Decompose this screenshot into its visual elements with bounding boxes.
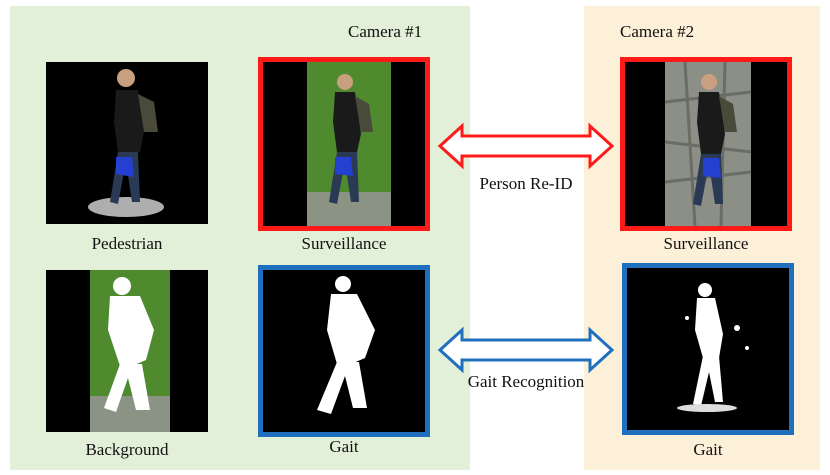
caption-gait-camera-2: Gait	[693, 440, 723, 459]
person-reid-label: Person Re-ID	[479, 174, 573, 193]
caption-surveillance-camera-1: Surveillance	[301, 234, 387, 253]
gait-recognition-label: Gait Recognition	[467, 372, 585, 391]
caption-gait-camera-1: Gait	[329, 437, 359, 456]
camera-1-title: Camera #1	[348, 22, 423, 41]
surveillance-image-camera-1	[258, 57, 430, 231]
camera-2-title: Camera #2	[620, 22, 695, 41]
gait-image-camera-1	[258, 265, 430, 437]
gait-recognition-arrow	[437, 326, 615, 374]
caption-background: Background	[85, 440, 169, 459]
caption-pedestrian: Pedestrian	[91, 234, 163, 253]
pedestrian-image	[46, 62, 208, 224]
surveillance-image-camera-2	[620, 57, 792, 231]
caption-surveillance-camera-2: Surveillance	[663, 234, 749, 253]
gait-image-camera-2	[622, 263, 794, 435]
background-image	[46, 270, 208, 432]
person-reid-arrow	[437, 122, 615, 170]
